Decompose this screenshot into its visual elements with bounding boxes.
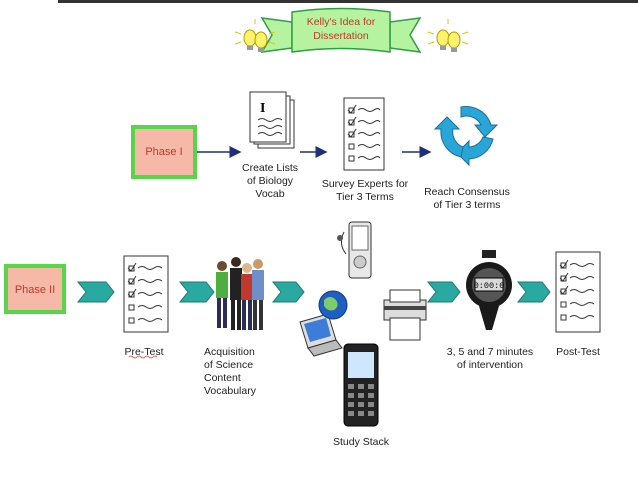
spellcheck-underline [128, 355, 158, 359]
phase2-box [4, 264, 66, 314]
phase2-chevron-5 [516, 281, 551, 303]
phone-icon [343, 343, 379, 427]
cycle-arrows-icon [433, 106, 499, 167]
step-intervention-label: 3, 5 and 7 minutes of intervention [446, 346, 534, 371]
lightbulb-icon [234, 19, 276, 52]
step-study-stack-label: Study Stack [332, 436, 390, 448]
step-create-lists-label: Create Lists of Biology Vocab [241, 162, 299, 200]
phase2-chevron-3 [271, 281, 305, 303]
posttest-checklist-icon [555, 251, 601, 333]
svg-text:I: I [260, 101, 265, 116]
printer-icon [383, 289, 427, 341]
step-survey-experts-label: Survey Experts for Tier 3 Terms [321, 178, 409, 203]
pretest-checklist-icon [123, 255, 169, 333]
lightbulb-icon [427, 19, 469, 52]
document-stack-icon: I [249, 91, 295, 149]
phase2-chevron-4 [426, 281, 461, 303]
phase2-chevron-1 [76, 281, 115, 303]
stopwatch-display: 0:00:0 [474, 281, 505, 291]
top-border-line [58, 0, 638, 3]
title-banner [260, 7, 422, 53]
step-reach-consensus-label: Reach Consensus of Tier 3 terms [424, 186, 510, 211]
laptop-globe-icon [299, 290, 348, 357]
phase2-label: Phase II [14, 284, 56, 296]
phase1-label: Phase I [145, 146, 183, 158]
diagram-title: Kelly's Idea for Dissertation [306, 16, 376, 42]
people-group-icon [216, 257, 264, 330]
checklist-icon [343, 97, 385, 171]
pda-device-icon [337, 221, 372, 279]
phase2-chevron-2 [178, 281, 215, 303]
step-posttest-label: Post-Test [556, 346, 600, 358]
phase1-box [131, 125, 197, 179]
step-acquisition-label: Acquisition of Science Content Vocabular… [204, 346, 256, 397]
stopwatch-icon: 0:00:0 [466, 250, 512, 330]
step-pretest-label: Pre-Test [124, 346, 164, 358]
